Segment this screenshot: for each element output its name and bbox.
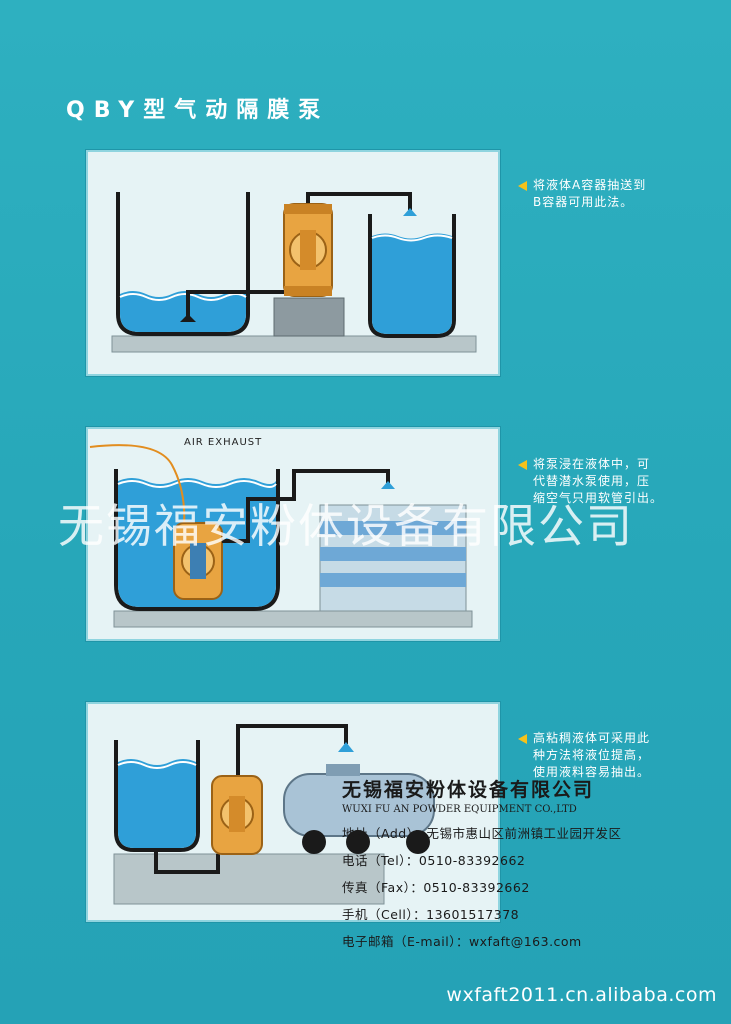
diagram-panel-viscous [86,702,500,922]
air-exhaust-label: AIR EXHAUST [184,437,263,448]
footer-url: wxfaft2011.cn.alibaba.com [446,984,717,1006]
email: 电子邮箱（E-mail）：wxfaft@163.com [342,934,582,949]
caption-transfer: 将液体A容器抽送到 B容器可用此法。 [533,177,646,211]
arrow-icon [518,460,527,470]
diagram-panel-transfer [86,150,500,376]
caption-submersible: 将泵浸在液体中，可 代替潜水泵使用，压 缩空气只用软管引出。 [533,456,663,507]
caption-line: 代替潜水泵使用，压 [533,474,651,488]
caption-line: 种方法将液位提高， [533,748,651,762]
pump-icon [211,775,263,855]
fax: 传真（Fax）：0510-83392662 [342,880,530,895]
caption-line: 高粘稠液体可采用此 [533,731,651,745]
pump-icon [283,203,333,297]
company-name-en: WUXI FU AN POWDER EQUIPMENT CO.,LTD [342,804,577,815]
caption-line: 缩空气只用软管引出。 [533,491,664,505]
arrow-icon [518,181,527,191]
address: 地址（Add）：无锡市惠山区前洲镇工业园开发区 [342,826,622,841]
caption-line: B容器可用此法。 [533,195,634,209]
submersible-diagram [89,444,473,628]
watermark: 无锡福安粉体设备有限公司 [58,499,634,553]
caption-viscous: 高粘稠液体可采用此 种方法将液位提高， 使用液料容易抽出。 [533,730,650,781]
arrow-icon [518,734,527,744]
caption-line: 将泵浸在液体中，可 [533,457,651,471]
pump-icon [173,522,223,600]
contact-block: 无锡福安粉体设备有限公司 WUXI FU AN POWDER EQUIPMENT… [342,775,621,950]
caption-line: 将液体A容器抽送到 [533,178,647,192]
transfer-diagram [111,192,477,353]
diagram-panel-submersible: AIR EXHAUST [86,427,500,641]
cell-phone: 手机（Cell）：13601517378 [342,907,520,922]
page-title: QBY型气动隔膜泵 [66,98,330,123]
telephone: 电话（Tel）：0510-83392662 [342,853,526,868]
company-name-cn: 无锡福安粉体设备有限公司 [342,779,595,801]
caption-line: 使用液料容易抽出。 [533,765,651,779]
viscous-diagram [113,724,435,905]
